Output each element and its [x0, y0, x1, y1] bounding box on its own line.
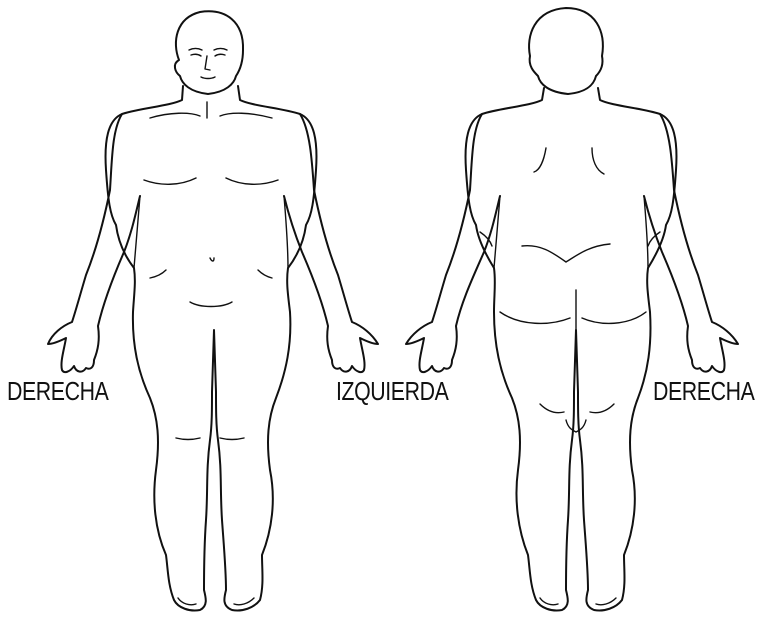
back-lower-back: [522, 244, 610, 262]
front-torso-legs-outline: [106, 86, 317, 611]
label-right-front: DERECHA: [7, 376, 108, 407]
front-head: [175, 11, 243, 94]
back-head: [529, 8, 603, 94]
back-arm-viewer-left: [406, 114, 500, 372]
front-arm-viewer-left: [48, 114, 140, 372]
back-shoulder-blades: [534, 148, 604, 174]
front-arm-viewer-right: [284, 114, 378, 372]
back-torso-legs-outline: [466, 88, 677, 611]
label-right-back: DERECHA: [653, 376, 754, 407]
back-buttocks: [500, 290, 646, 330]
back-body-figure: [406, 8, 738, 611]
front-chest-lines: [144, 102, 278, 184]
back-arm-viewer-right: [644, 114, 738, 372]
front-face: [189, 49, 227, 79]
front-body-figure: [48, 11, 378, 610]
label-left: IZQUIERDA: [336, 376, 448, 407]
